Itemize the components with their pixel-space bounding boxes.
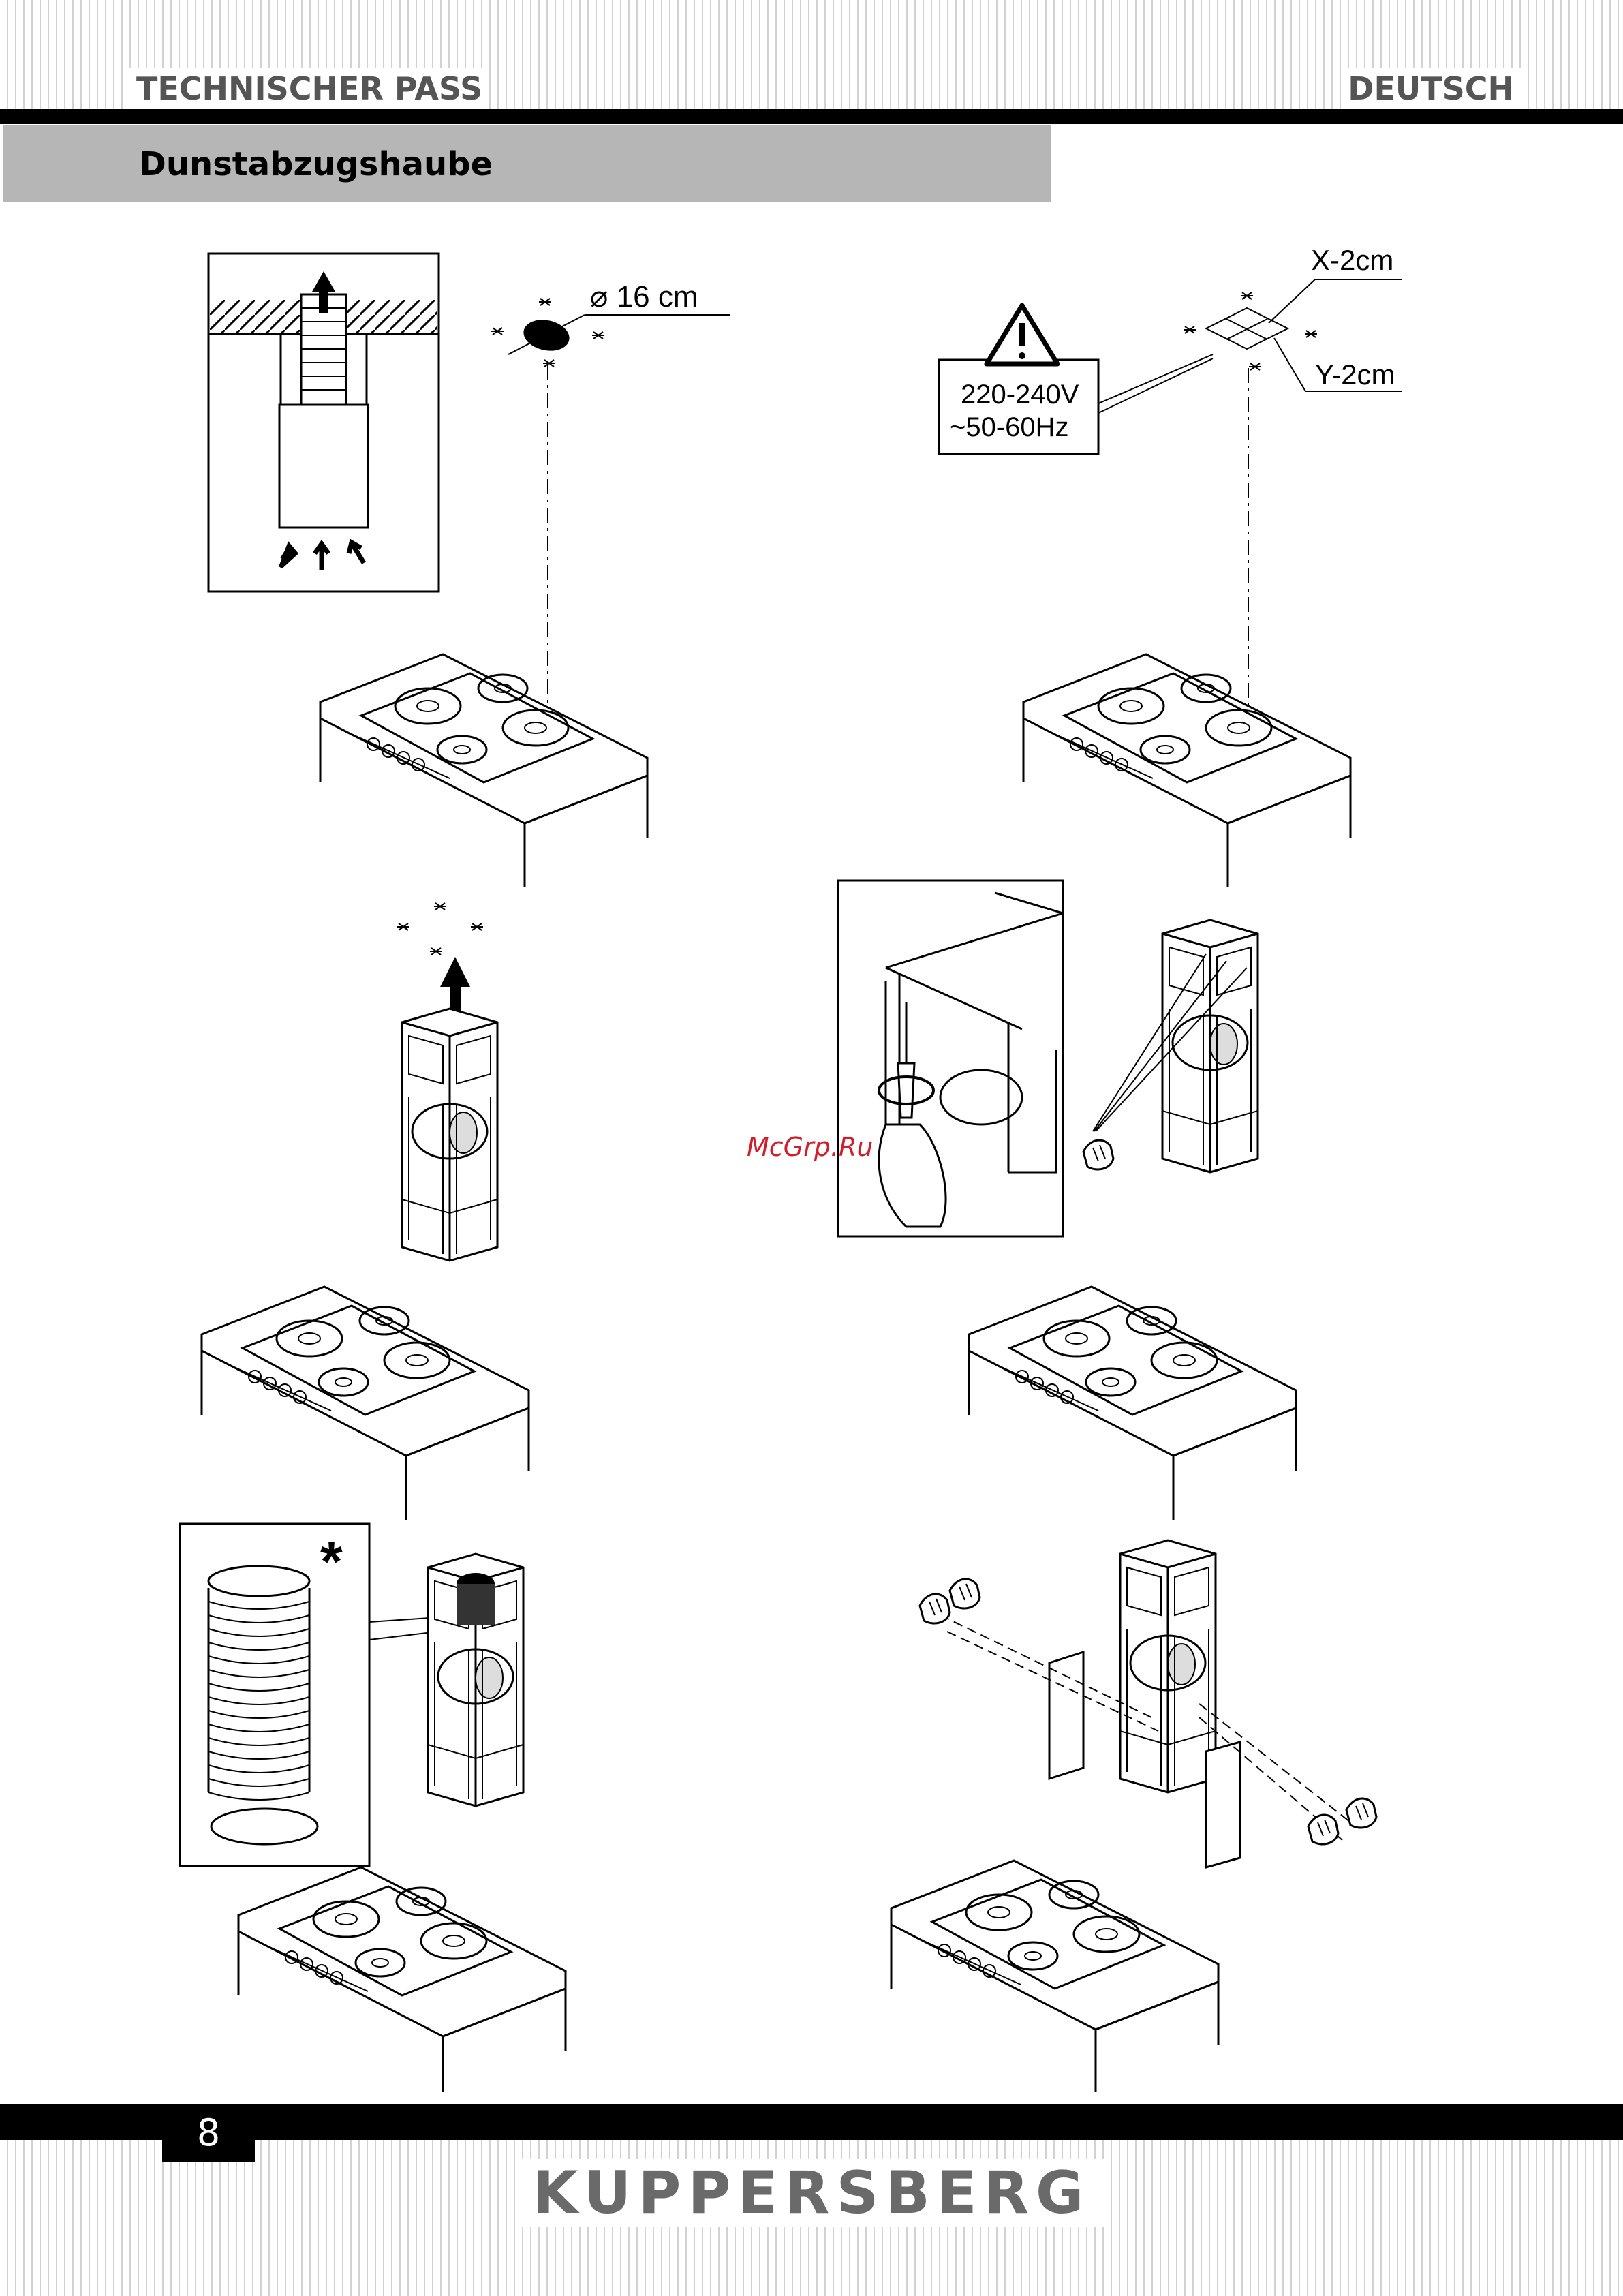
installation-diagrams: ⌀ 16 cm 220-240V ~50-60Hz X-2cm Y-2cm — [0, 204, 1623, 2092]
ceiling-duct-hole: ⌀ 16 cm — [491, 280, 730, 722]
dim-y-label: Y-2cm — [1315, 358, 1395, 391]
hob-worktop-6 — [891, 1861, 1218, 2092]
hob-worktop-2 — [1023, 654, 1350, 887]
page-title: Dunstabzugshaube — [139, 144, 493, 185]
hob-worktop-3 — [202, 1287, 529, 1520]
frame-with-screws — [1083, 920, 1258, 1172]
watermark: McGrp.Ru — [747, 1132, 873, 1162]
frequency-label: ~50-60Hz — [950, 412, 1069, 442]
power-and-dimensions: 220-240V ~50-60Hz X-2cm Y-2cm — [939, 244, 1402, 722]
duct-diameter-label: ⌀ 16 cm — [590, 280, 698, 313]
page-number: 8 — [162, 2104, 255, 2162]
brand-text: KUPPERSBERG — [516, 2159, 1107, 2227]
voltage-label: 220-240V — [961, 380, 1079, 410]
header-language: DEUTSCH — [1341, 68, 1521, 109]
screw-fixing-inset — [838, 881, 1063, 1236]
hob-worktop-1 — [320, 654, 647, 887]
header-rule — [0, 109, 1623, 124]
header-section-title: TECHNISCHER PASS — [129, 68, 489, 109]
dim-x-label: X-2cm — [1311, 244, 1393, 276]
flex-duct-inset: * — [180, 1524, 450, 1866]
title-banner: Dunstabzugshaube — [3, 125, 1051, 202]
brand-logo: KUPPERSBERG — [0, 2159, 1623, 2227]
frame-with-duct — [428, 1554, 523, 1806]
optional-asterisk: * — [320, 1529, 343, 1593]
lift-frame-step — [397, 903, 497, 1261]
hob-worktop-4 — [969, 1287, 1296, 1520]
inset-exhaust-diagram — [208, 254, 439, 592]
hob-worktop-5 — [238, 1867, 566, 2092]
side-panels-step — [920, 1540, 1376, 1867]
